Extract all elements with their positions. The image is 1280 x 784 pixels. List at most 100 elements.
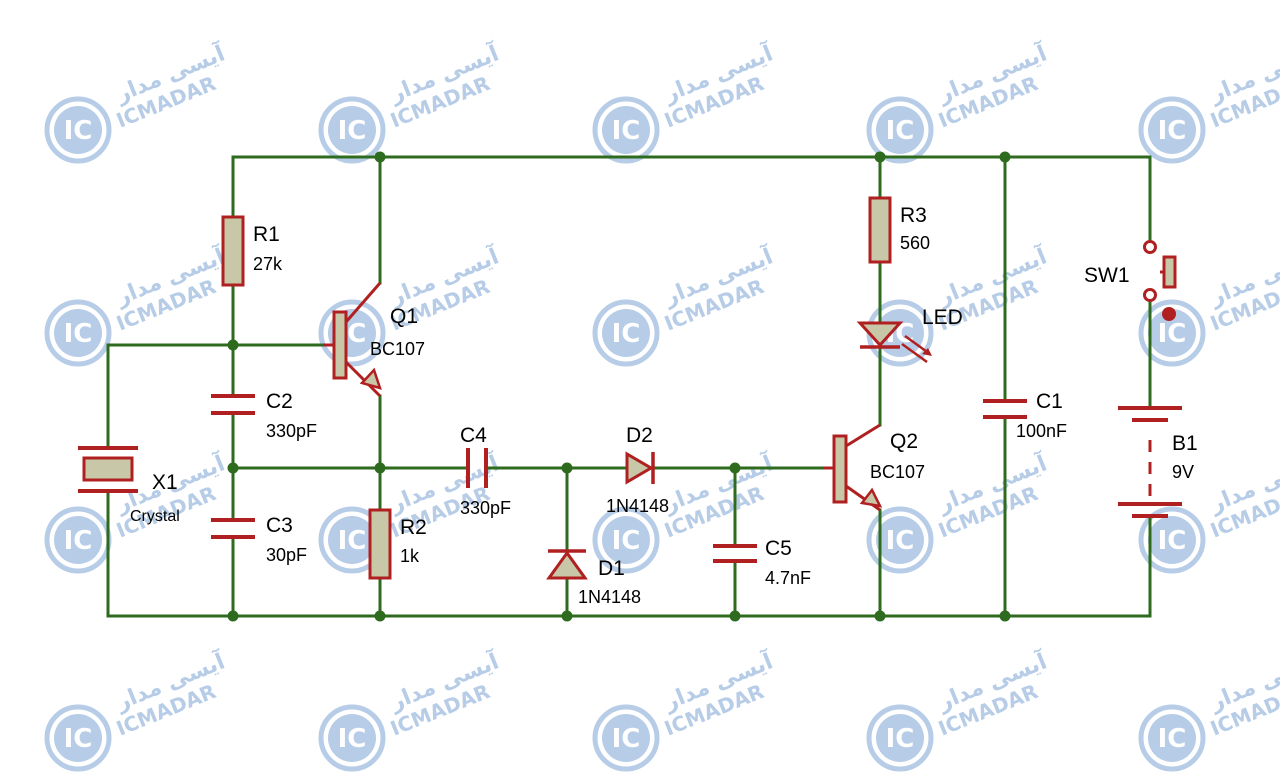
- junction-dot: [561, 610, 573, 622]
- junction-dot: [999, 151, 1011, 163]
- capacitor-c4: [466, 448, 488, 488]
- diode-d1: [546, 549, 588, 580]
- junction-dot: [561, 462, 573, 474]
- watermark-logo-disc: [328, 714, 376, 762]
- junction-dot: [374, 610, 386, 622]
- watermark-logo-ring: [592, 506, 660, 574]
- watermark-logo-disc: [1148, 714, 1196, 762]
- d1-value-label: 1N4148: [578, 587, 641, 607]
- junction-dot: [227, 610, 239, 622]
- switch-sw1: [1143, 240, 1177, 321]
- watermark-logo-disc: [602, 714, 650, 762]
- watermark-logo-disc: [328, 516, 376, 564]
- d2-value-label: 1N4148: [606, 496, 669, 516]
- watermark-logo-ring: [318, 704, 386, 772]
- q2-value-label: BC107: [870, 462, 925, 482]
- diode-d2: [625, 451, 655, 485]
- junctions: [227, 151, 1011, 622]
- watermark-logo-disc: [876, 714, 924, 762]
- resistor-r3: [868, 196, 892, 264]
- watermark-logo-ring: [1138, 96, 1206, 164]
- b1-value-label: 9V: [1172, 462, 1194, 482]
- watermark-logo-disc: [328, 106, 376, 154]
- watermark-logo-letters: IC: [1158, 116, 1187, 146]
- r1-ref-label: R1: [253, 223, 280, 246]
- watermark-logo-ring: [1138, 299, 1206, 367]
- c2-ref-label: C2: [266, 390, 293, 413]
- watermark-logo-ring: [1138, 506, 1206, 574]
- resistor-r2: [368, 508, 392, 580]
- battery-b1: [1118, 406, 1182, 518]
- component-labels: R1 27k Q1 BC107 C2 330pF X1 Crystal C3 3…: [130, 204, 1198, 607]
- x1-ref-label: X1: [152, 471, 178, 494]
- junction-dot: [729, 610, 741, 622]
- c5-value-label: 4.7nF: [765, 568, 811, 588]
- b1-ref-label: B1: [1172, 432, 1198, 455]
- watermark-logo-ring: [1138, 704, 1206, 772]
- r2-ref-label: R2: [400, 516, 427, 539]
- watermark-logo-ring: [592, 96, 660, 164]
- watermark-logo-disc: [1148, 516, 1196, 564]
- watermark-logo-disc: [54, 714, 102, 762]
- c3-value-label: 30pF: [266, 545, 307, 565]
- watermark-logo-letters: IC: [338, 724, 367, 754]
- watermark-logo-ring: [592, 704, 660, 772]
- watermark-logo-letters: IC: [886, 724, 915, 754]
- capacitor-c2: [211, 394, 255, 415]
- c2-value-label: 330pF: [266, 421, 317, 441]
- watermark-logo-ring: [866, 704, 934, 772]
- watermark-logo-letters: IC: [1158, 526, 1187, 556]
- led: [856, 321, 932, 364]
- capacitor-c3: [211, 518, 255, 539]
- c4-ref-label: C4: [460, 424, 487, 447]
- junction-dot: [729, 462, 741, 474]
- watermark-logo-disc: [602, 106, 650, 154]
- transistor-q1: [323, 282, 382, 398]
- junction-dot: [374, 151, 386, 163]
- watermark-logo-letters: IC: [886, 526, 915, 556]
- sw1-label: SW1: [1084, 264, 1130, 287]
- c3-ref-label: C3: [266, 514, 293, 537]
- watermark-logo-disc: [54, 106, 102, 154]
- watermark-logo-letters: IC: [612, 319, 641, 349]
- watermark-logo-ring: [866, 506, 934, 574]
- watermark-logo-ring: [44, 96, 112, 164]
- watermark-logo-ring: [318, 299, 386, 367]
- wires: [106, 155, 1152, 618]
- watermark-logo-letters: IC: [64, 116, 93, 146]
- d1-ref-label: D1: [598, 557, 625, 580]
- r2-value-label: 1k: [400, 546, 420, 566]
- resistor-r1: [221, 215, 245, 287]
- watermark-logo-ring: [318, 96, 386, 164]
- watermark-logo-disc: [876, 309, 924, 357]
- watermark-logo-ring: [44, 704, 112, 772]
- watermark-logo-letters: IC: [338, 116, 367, 146]
- watermark-logo-disc: [1148, 309, 1196, 357]
- x1-value-label: Crystal: [130, 508, 180, 525]
- crystal-x1: [78, 446, 138, 493]
- watermark-logo-letters: IC: [338, 526, 367, 556]
- led-label: LED: [922, 306, 963, 329]
- capacitor-c1: [983, 399, 1027, 419]
- c1-value-label: 100nF: [1016, 421, 1067, 441]
- c4-value-label: 330pF: [460, 498, 511, 518]
- q1-value-label: BC107: [370, 339, 425, 359]
- r3-ref-label: R3: [900, 204, 927, 227]
- transistor-q2: [823, 423, 883, 512]
- watermark-logo-disc: [602, 309, 650, 357]
- q2-ref-label: Q2: [890, 430, 918, 453]
- junction-dot: [227, 462, 239, 474]
- watermark-logo-disc: [876, 516, 924, 564]
